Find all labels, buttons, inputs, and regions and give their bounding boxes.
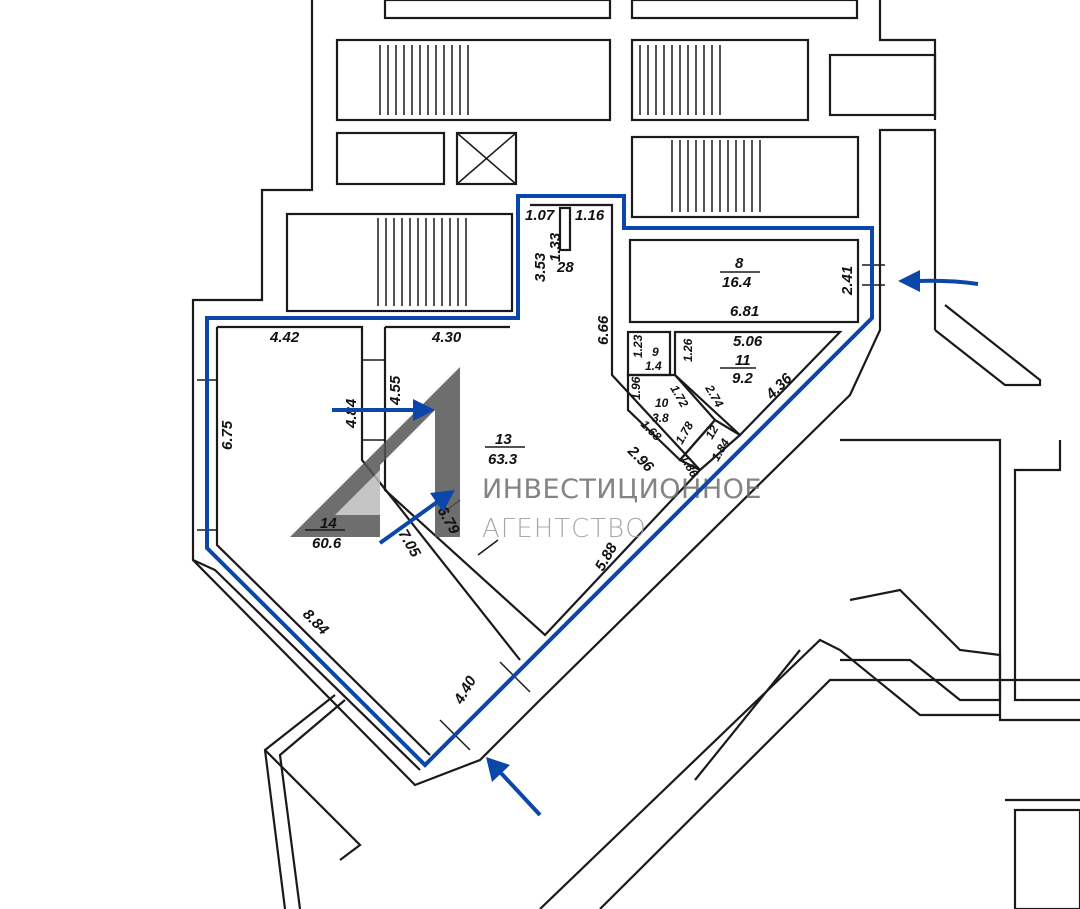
watermark-line2: АГЕНТСТВО: [482, 514, 647, 544]
dimension: 2.41: [839, 266, 856, 296]
arrow-icon: [486, 757, 542, 817]
stairwell: [630, 38, 810, 122]
unit-outline: [205, 194, 874, 768]
room-number: 8: [735, 255, 744, 272]
room-number: 9: [652, 345, 659, 359]
dimension: 4.40: [450, 673, 480, 708]
dimension-labels: 1.07 1.16 1.33 3.53 2.41 6.81 6.66 5.06 …: [219, 207, 856, 708]
room-12: [678, 418, 742, 472]
room-area: 9.2: [732, 370, 754, 387]
dimension: 6.81: [730, 303, 759, 320]
dimension: 1.07: [525, 207, 555, 224]
dimension: 1.33: [547, 232, 564, 262]
room-area: 63.3: [488, 451, 518, 468]
dimension: 4.55: [387, 375, 404, 406]
room-number: 13: [495, 431, 512, 448]
dimension: 1.96: [629, 376, 643, 400]
room-area: 3.8: [652, 411, 669, 425]
building-walls: [191, 0, 1080, 909]
watermark-line1: ИНВЕСТИЦИОННОЕ: [482, 474, 762, 505]
room-labels: 8 16.4 9 1.4 10 3.8 11 9.2 12 1.84 13 63…: [305, 255, 760, 552]
room-number: 28: [556, 259, 574, 276]
dimension: 5.06: [733, 333, 763, 350]
room-number: 12: [702, 423, 721, 442]
dimension: 1.16: [575, 207, 605, 224]
room-number: 10: [655, 396, 669, 410]
dimension: 1.26: [681, 338, 695, 362]
stairwell: [335, 38, 612, 122]
arrow-icon: [898, 270, 979, 292]
dimension: 2.74: [702, 382, 726, 410]
arrow-icon: [332, 399, 435, 421]
stairwell: [285, 212, 514, 313]
stairwell: [630, 135, 860, 219]
dimension: 4.84: [343, 398, 360, 429]
room-area: 16.4: [722, 274, 752, 291]
room-number: 11: [735, 352, 751, 369]
arrow-icon: [378, 490, 455, 545]
dimension: 8.84: [299, 606, 332, 639]
dimension: 4.30: [431, 329, 462, 346]
dimension: 6.75: [219, 420, 236, 450]
dimension: 6.66: [595, 315, 612, 345]
room-number: 14: [320, 515, 337, 532]
dimension: 4.42: [269, 329, 300, 346]
dimension: 1.23: [631, 334, 645, 358]
room-area: 60.6: [312, 535, 342, 552]
dimension: 3.53: [532, 252, 549, 282]
room-8: [628, 238, 860, 324]
elevator: [455, 131, 518, 186]
dimension: 2.96: [623, 442, 657, 476]
entrance-arrows: [332, 270, 979, 817]
dimension: 1.78: [672, 419, 696, 447]
room-area: 1.4: [645, 359, 662, 373]
